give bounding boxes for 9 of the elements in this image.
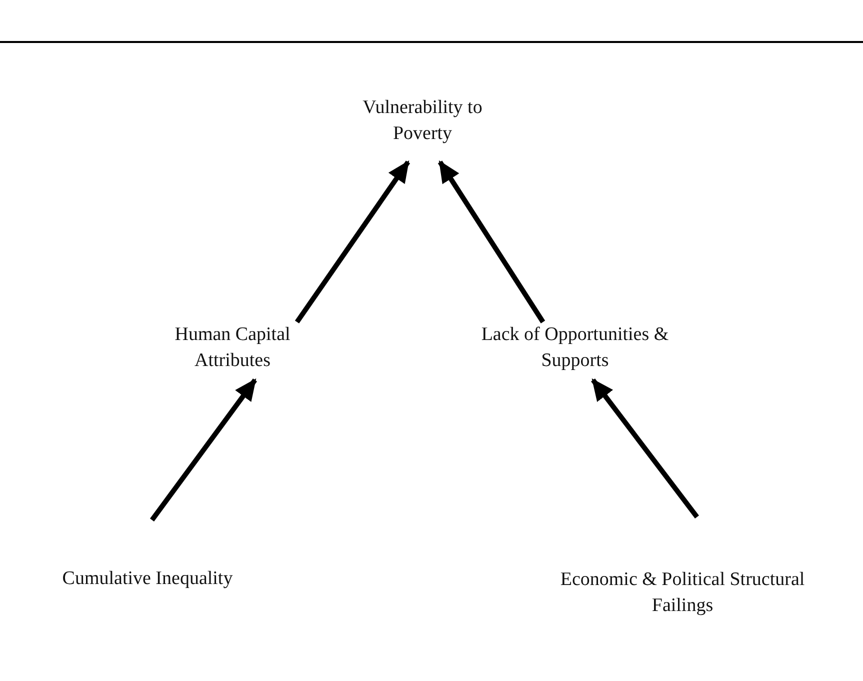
node-label: Lack of Opportunities & Supports [480,323,670,373]
node-label: Cumulative Inequality [62,567,233,591]
node-label: Vulnerability to Poverty [362,96,484,146]
arrow [591,378,699,519]
arrow [438,160,546,324]
node-label: Economic & Political Structural Failings [560,568,805,618]
arrow [150,378,258,522]
node-label: Human Capital Attributes [174,323,292,373]
arrow [294,160,410,324]
